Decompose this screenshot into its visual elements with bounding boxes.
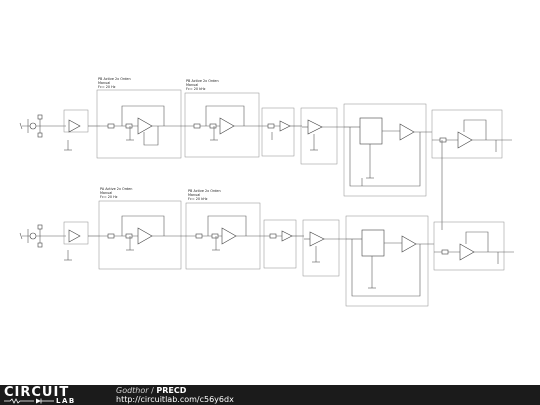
input-source-bottom [19,224,66,248]
block-label-line: PB Active 2x Orden [186,79,219,83]
circuit-credit: Godthor / PRECD [116,386,186,395]
block-label-line: PB Active 2x Orden [98,77,131,81]
buffer-stage-bottom [63,221,100,261]
logo-wordmark-bottom: LAB [56,397,76,405]
stage-4-top [300,107,344,165]
circuitlab-logo[interactable]: CIRCUIT LAB [4,385,108,405]
circuit-url-link[interactable]: http://circuitlab.com/c56y6dx [116,395,234,404]
logo-wordmark-top: CIRCUIT [4,385,70,400]
output-stage-top [431,109,512,159]
buffer-stage-top [63,109,100,151]
block-label-line: Manual [98,81,110,85]
stage-5-top [343,103,432,197]
filter-block-2-top: PB Active 2x Orden Manual Fc= 20 kHz [182,79,262,158]
gain-block-top [261,107,302,157]
input-source-top [19,114,66,138]
block-label-line: Fc= 20 kHz [188,197,208,201]
circuit-schematic: PB Active 2x Orden Manual Fc= 20 Hz PB A… [19,77,514,307]
filter-block-2-bottom: PB Active 2x Orden Manual Fc= 20 kHz [184,189,264,270]
block-label-line: Manual [188,193,200,197]
channel-bottom: PA Active 2x Orden Manual Fc= 20 Hz PB A… [19,187,514,307]
block-label-line: Fc= 20 kHz [186,87,206,91]
block-label-line: Manual [186,83,198,87]
block-label-line: PB Active 2x Orden [188,189,221,193]
stage-4-bottom [302,219,346,277]
author-name[interactable]: Godthor [116,386,149,395]
filter-block-1-bottom: PA Active 2x Orden Manual Fc= 20 Hz [98,187,184,270]
gain-block-bottom [263,219,304,269]
block-label-line: Manual [100,191,112,195]
channel-top: PB Active 2x Orden Manual Fc= 20 Hz PB A… [19,77,512,197]
filter-block-1-top: PB Active 2x Orden Manual Fc= 20 Hz [96,77,182,159]
footer-bar: CIRCUIT LAB Godthor / PRECD http://circu… [0,385,540,405]
circuit-title: PRECD [156,386,187,395]
block-label-line: Fc= 20 Hz [98,85,116,89]
logo-wave-icon [4,398,54,404]
block-label-line: Fc= 20 Hz [100,195,118,199]
block-label-line: PA Active 2x Orden [100,187,132,191]
schematic-canvas: PB Active 2x Orden Manual Fc= 20 Hz PB A… [19,77,514,307]
stage-5-bottom [345,215,434,307]
output-stage-bottom [433,221,514,271]
credit-separator: / [148,386,157,395]
